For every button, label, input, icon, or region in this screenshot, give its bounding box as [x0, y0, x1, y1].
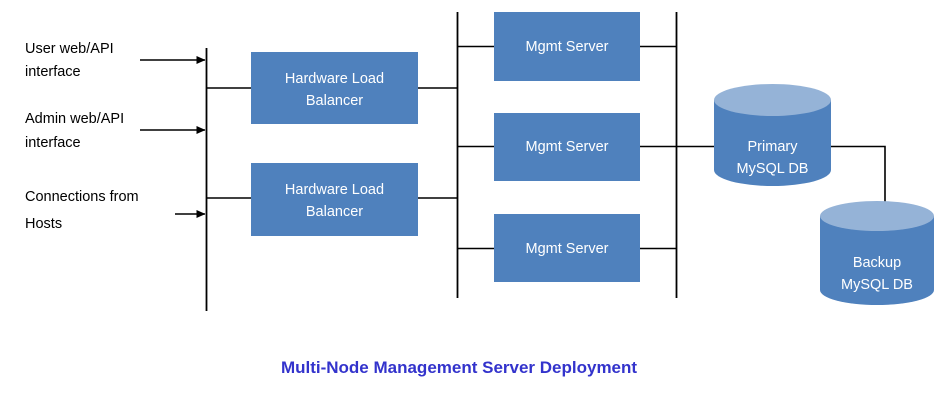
lb-2-label-line2: Balancer — [306, 204, 363, 220]
input-hosts-line2: Hosts — [25, 216, 62, 232]
primary-to-backup-replication-link — [831, 145, 886, 217]
node-hardware-load-balancer-2[interactable]: Hardware Load Balancer — [251, 163, 418, 236]
node-mgmt-server-2[interactable]: Mgmt Server — [494, 113, 640, 181]
primary-db-label-line2: MySQL DB — [737, 161, 809, 177]
node-mgmt-server-1[interactable]: Mgmt Server — [494, 12, 640, 81]
input-label-user-web-api: User web/API interface — [25, 41, 114, 80]
mgmt-server-1-label: Mgmt Server — [526, 39, 609, 55]
input-user-line1: User web/API — [25, 41, 114, 57]
primary-db-label-line1: Primary — [748, 139, 799, 155]
input-label-connections-from-hosts: Connections from Hosts — [25, 189, 139, 232]
node-primary-mysql-db[interactable]: Primary MySQL DB — [714, 84, 831, 186]
backup-db-label-line1: Backup — [853, 255, 901, 271]
input-admin-line1: Admin web/API — [25, 111, 124, 127]
input-hosts-line1: Connections from — [25, 189, 139, 205]
input-label-admin-web-api: Admin web/API interface — [25, 111, 124, 151]
mgmt-server-3-label: Mgmt Server — [526, 241, 609, 257]
node-hardware-load-balancer-1[interactable]: Hardware Load Balancer — [251, 52, 418, 124]
backup-db-label-line2: MySQL DB — [841, 277, 913, 293]
node-mgmt-server-3[interactable]: Mgmt Server — [494, 214, 640, 282]
diagram-title: Multi-Node Management Server Deployment — [281, 358, 637, 377]
lb-1-label-line2: Balancer — [306, 93, 363, 109]
node-backup-mysql-db[interactable]: Backup MySQL DB — [820, 201, 934, 305]
input-admin-line2: interface — [25, 135, 81, 151]
lb-2-label-line1: Hardware Load — [285, 182, 384, 198]
mgmt-server-2-label: Mgmt Server — [526, 139, 609, 155]
input-user-line2: interface — [25, 64, 81, 80]
lb-1-label-line1: Hardware Load — [285, 71, 384, 87]
